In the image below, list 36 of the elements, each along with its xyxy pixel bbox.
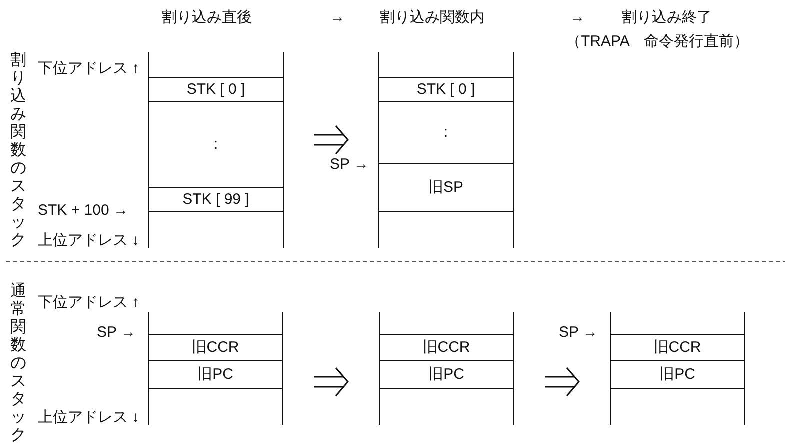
stack-entry: :: [214, 136, 218, 152]
memory-stack: [379, 312, 514, 425]
stack-entry: STK [ 99 ]: [182, 191, 250, 208]
column-heading: 割り込み終了: [622, 9, 712, 27]
row-title: 通常関数のスタック: [10, 283, 27, 443]
double-arrow: [544, 367, 580, 397]
stack-entry: STK [ 0 ]: [186, 81, 246, 98]
memory-stack: [148, 52, 284, 248]
memory-stack: [148, 312, 283, 425]
stack-entry: 旧CCR: [192, 338, 240, 357]
column-heading: 割り込み直後: [162, 9, 252, 27]
heading-note: （TRAPA 命令発行直前）: [566, 33, 750, 51]
step-arrow: →: [330, 9, 345, 27]
stack-entry: STK [ 0 ]: [416, 81, 476, 98]
stack-entry: 旧CCR: [654, 338, 702, 357]
pointer-label: SP →: [97, 324, 136, 342]
step-arrow: →: [570, 9, 585, 27]
double-arrow: [313, 367, 349, 397]
stack-entry: 旧CCR: [422, 338, 470, 357]
pointer-label: SP →: [559, 324, 598, 342]
address-label: 下位アドレス ↑: [38, 294, 140, 312]
stack-entry: :: [444, 124, 448, 140]
stack-entry: 旧PC: [428, 365, 464, 384]
address-label: 下位アドレス ↑: [38, 60, 140, 78]
row-title: 割り込み関数のスタック: [10, 52, 27, 250]
address-label: 上位アドレス ↓: [38, 232, 140, 250]
stack-entry: 旧PC: [198, 365, 234, 384]
column-heading: 割り込み関数内: [380, 9, 485, 27]
pointer-label: STK + 100 →: [38, 202, 128, 220]
stack-entry: 旧SP: [428, 178, 464, 197]
double-arrow: [313, 125, 349, 155]
stack-entry: 旧PC: [660, 365, 696, 384]
pointer-label: SP →: [330, 156, 369, 174]
memory-stack: [378, 52, 514, 248]
address-label: 上位アドレス ↓: [38, 409, 140, 427]
memory-stack: [610, 312, 745, 425]
